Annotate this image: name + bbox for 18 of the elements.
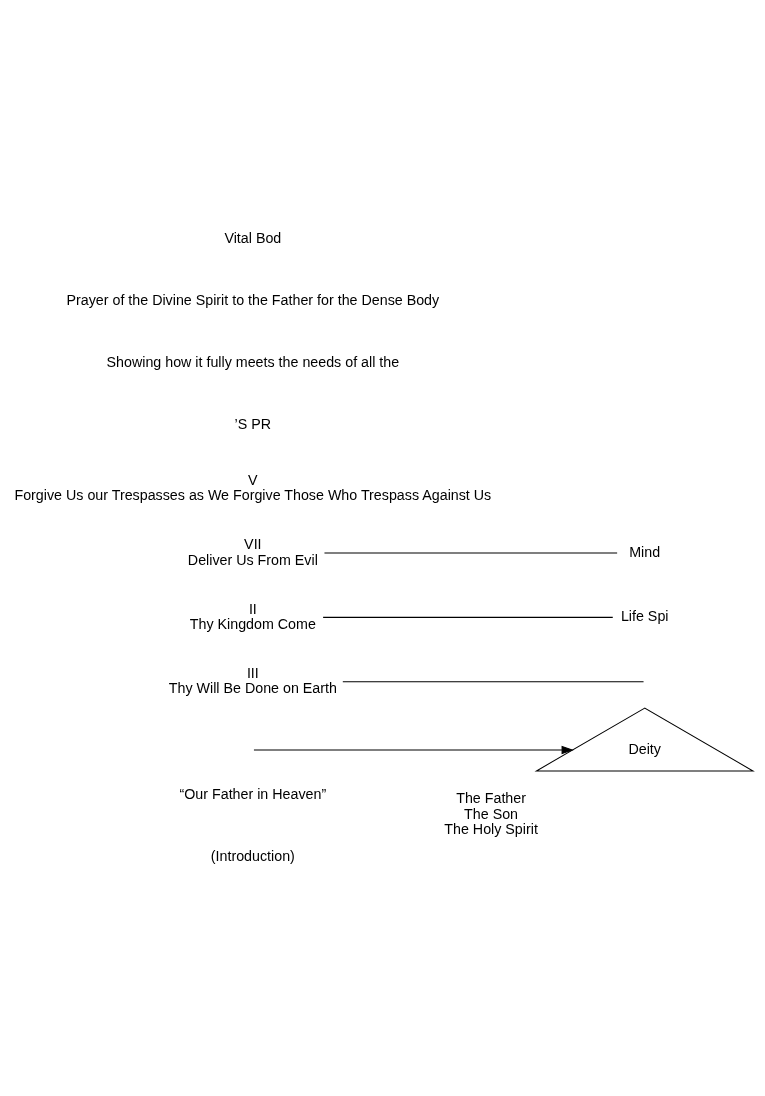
connector: [341, 681, 644, 683]
node-text: III Thy Will Be Done on Earth: [168, 664, 337, 697]
label: Vital Bod: [223, 229, 281, 246]
node-label: The Holy Spirit: [443, 820, 538, 837]
node-text: “Our Father in Heaven”: [179, 785, 326, 802]
label: ’S PR: [234, 416, 271, 433]
node-text: (Introduction): [210, 847, 295, 864]
node-label: The Son: [463, 805, 518, 822]
connector: [322, 616, 613, 618]
node-text: Life Spi: [620, 608, 668, 625]
node-label: The Father: [455, 790, 526, 807]
node-text: V Forgive Us our Trespasses as We Forgive Those Who Trespass Against Us: [13, 471, 491, 504]
node-text: Mind: [628, 543, 660, 560]
node-text: II Thy Kingdom Come: [189, 600, 316, 632]
label: Showing how it fully meets the needs of all the: [106, 354, 399, 371]
node-text: VII Deliver Us From Evil: [187, 536, 318, 568]
arrow: [252, 745, 574, 755]
label: Prayer of the Divine Spirit to the Father for the Dense Body: [66, 291, 439, 308]
